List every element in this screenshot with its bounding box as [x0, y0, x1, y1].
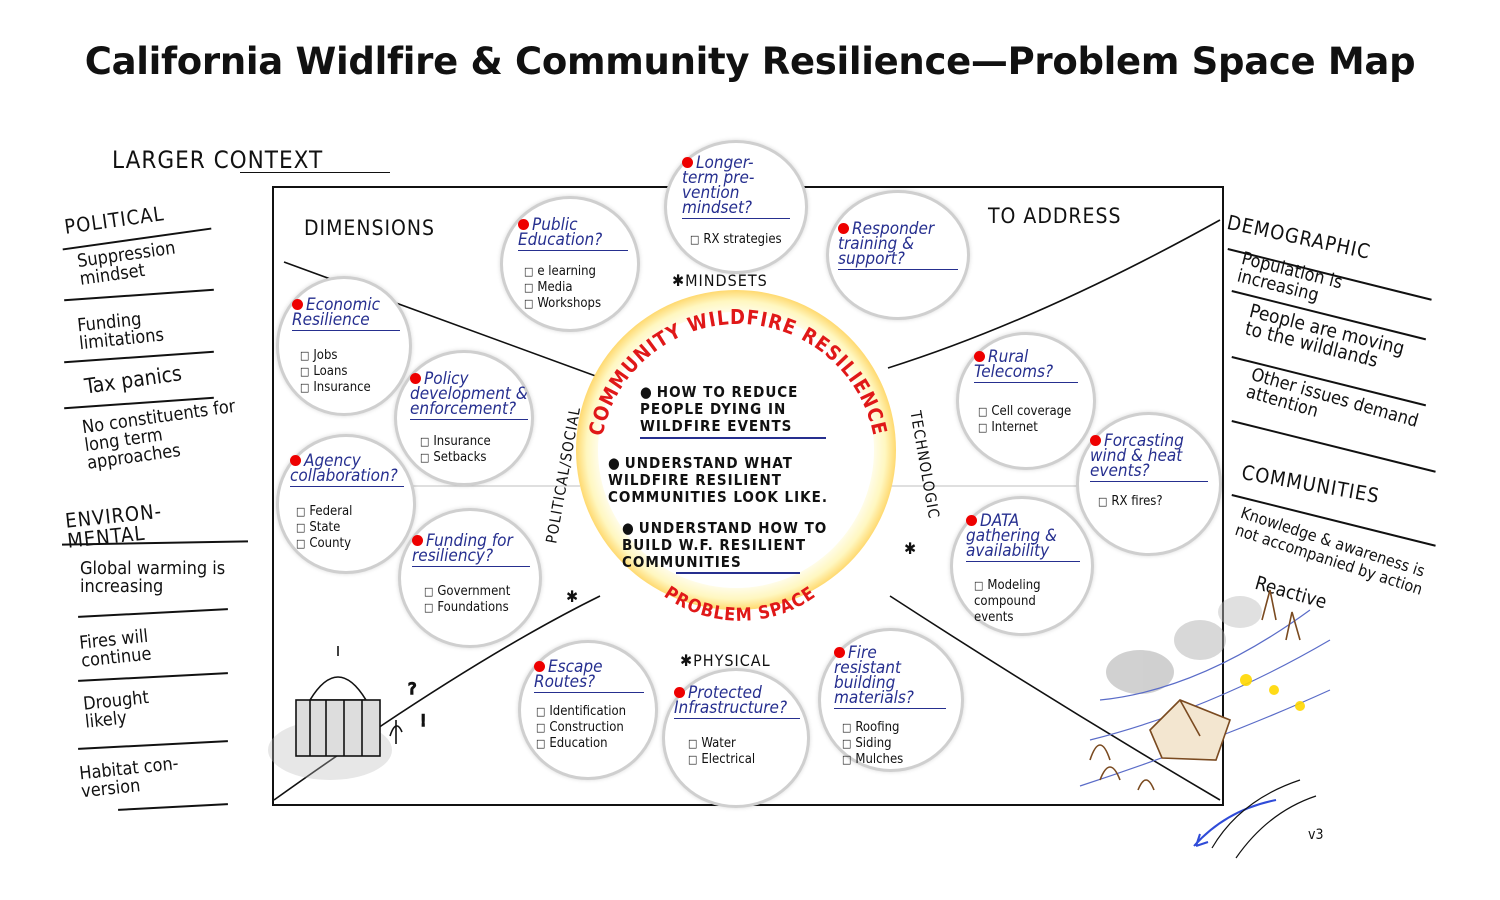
version-label: v3	[1308, 826, 1323, 844]
